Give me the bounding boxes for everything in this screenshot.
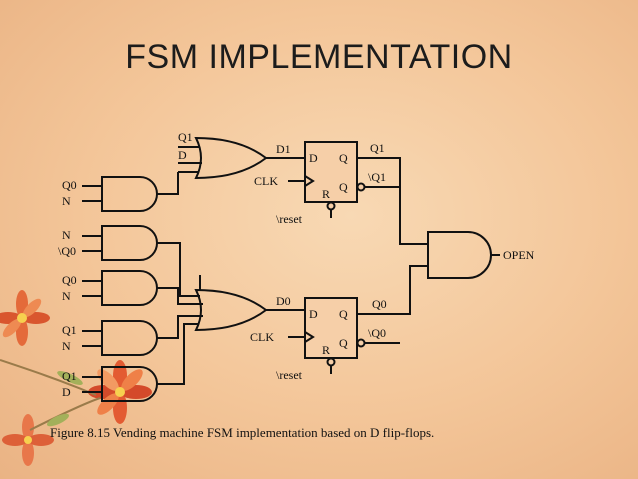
and-gate-1 [101,176,158,212]
ff1-d-in-label: D1 [276,142,291,156]
or-gate-bottom [194,288,268,332]
and-gate-5 [101,366,158,402]
flipflop-bottom [304,297,358,359]
and4-input-a: Q1 [62,323,77,337]
or-gate-group [157,136,305,385]
ff1-d-label: D [309,151,318,165]
ff0-out-qbar-label: \Q0 [368,326,386,340]
and-gate-3 [101,270,158,306]
and-gate-labels: Q0 N N \Q0 Q0 N Q1 N Q1 D [58,178,77,399]
ff1-q-label: Q [339,151,348,165]
and2-input-b: \Q0 [58,244,76,258]
ff1-out-qbar-label: \Q1 [368,170,386,184]
and2-input-a: N [62,228,71,242]
ff0-q-label: Q [339,307,348,321]
ff0-d-label: D [309,307,318,321]
or-gate-top [194,136,268,180]
ff1-reset-label: \reset [276,212,303,226]
and3-input-a: Q0 [62,273,77,287]
ff1-r-label: R [322,187,330,201]
and5-input-a: Q1 [62,369,77,383]
ff1-qbar-label: Q [339,180,348,194]
ff0-qbar-label: Q [339,336,348,350]
ff1-clk-label: CLK [254,174,278,188]
output-open-label: OPEN [503,248,535,262]
or-top-input-d: D [178,148,187,162]
output-and-gate [418,231,500,279]
and4-input-b: N [62,339,71,353]
and-gate-group [82,176,158,402]
ff1-out-q-label: Q1 [370,141,385,155]
and-gate-2 [101,225,158,261]
ff0-d-in-label: D0 [276,294,291,308]
ff0-out-q-label: Q0 [372,297,387,311]
and-gate-4 [101,320,158,356]
ff0-reset-label: \reset [276,368,303,382]
flipflop-bottom-labels: D0 D Q Q R CLK \reset Q0 \Q0 [250,294,387,382]
and1-input-b: N [62,194,71,208]
ff0-clk-label: CLK [250,330,274,344]
slide-title: FSM IMPLEMENTATION [125,38,513,76]
and1-input-a: Q0 [62,178,77,192]
figure-caption: Figure 8.15 Vending machine FSM implemen… [50,425,434,440]
flipflop-top-labels: D1 D Q Q R CLK \reset Q1 \Q1 [254,141,386,226]
flipflop-group [288,141,418,374]
ff0-r-label: R [322,343,330,357]
and3-input-b: N [62,289,71,303]
and5-input-b: D [62,385,71,399]
or-top-input-q1: Q1 [178,130,193,144]
